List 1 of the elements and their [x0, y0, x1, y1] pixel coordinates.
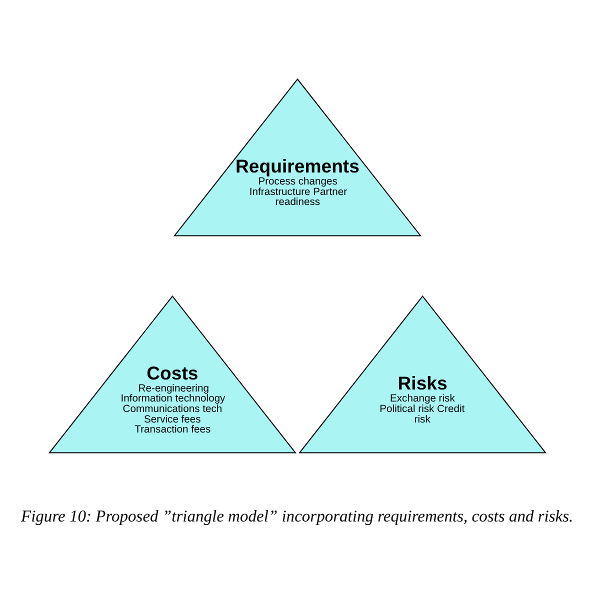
caption: Figure 10: Proposed ”triangle model” incorporating requirements, costs and risks.	[21, 506, 574, 525]
